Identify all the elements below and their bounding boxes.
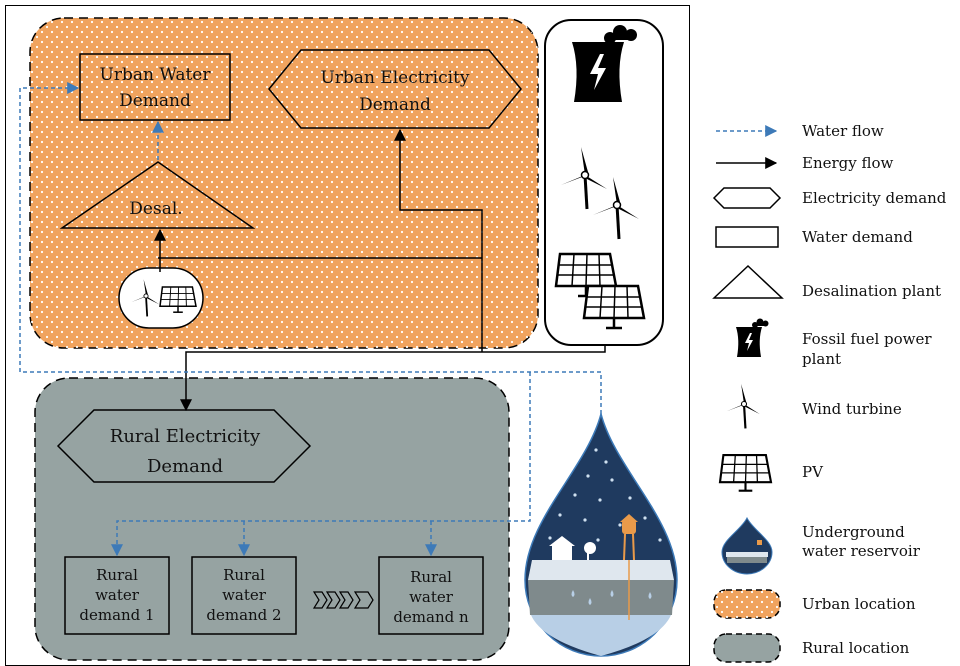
legend-triangle-icon <box>712 264 784 299</box>
desal-label: Desal. <box>129 199 182 219</box>
urban-water-demand-box <box>79 53 231 121</box>
legend-wind-turbine-icon <box>725 382 761 430</box>
legend-hexagon-icon <box>712 187 782 209</box>
legend-desalination-plant: Desalination plant <box>802 282 941 300</box>
water-flow-lines <box>19 82 602 557</box>
rural-water-demand-2-line2: water <box>222 586 267 604</box>
legend-urban-swatch-dots <box>714 590 780 618</box>
legend-rural-location: Rural location <box>802 639 910 657</box>
legend-pv: PV <box>802 463 824 481</box>
energy-flow-lines <box>154 128 606 412</box>
urban-electricity-demand-hexagon <box>268 49 522 129</box>
rural-electricity-demand-hexagon <box>56 409 312 483</box>
rural-electricity-demand-line2: Demand <box>147 456 223 477</box>
legend-fossil-fuel-line1: Fossil fuel power <box>802 330 932 348</box>
underground-reservoir-drop <box>524 411 678 657</box>
rural-water-demand-1-line2: water <box>95 586 140 604</box>
rural-water-demand-2-box <box>191 556 297 635</box>
legend-wind-turbine: Wind turbine <box>802 400 902 418</box>
rural-water-demand-n-line3: demand n <box>393 608 469 626</box>
legend-energy-flow: Energy flow <box>802 154 894 172</box>
legend-urban-location: Urban location <box>802 595 916 613</box>
legend: Water flow Energy flow Electricity deman… <box>712 122 947 663</box>
legend-underground-icon <box>721 516 773 575</box>
urban-electricity-demand-line2: Demand <box>359 95 431 115</box>
urban-region-dots <box>30 18 538 348</box>
legend-rectangle-icon <box>715 226 779 248</box>
continuation-chevrons <box>312 591 374 609</box>
rural-water-demand-1-box <box>64 556 170 635</box>
urban-water-demand-line2: Demand <box>119 91 191 111</box>
desal-triangle <box>59 161 256 229</box>
legend-pv-icon <box>718 453 773 492</box>
rural-electricity-demand-line1: Rural Electricity <box>110 426 261 447</box>
rural-water-demand-n-line2: water <box>409 588 454 606</box>
rural-water-demand-n-line1: Rural <box>410 568 452 586</box>
legend-underground-line1: Underground <box>802 523 905 541</box>
urban-water-demand-line1: Urban Water <box>100 65 212 85</box>
legend-underground-line2: water reservoir <box>802 542 921 560</box>
rural-water-demand-1-line3: demand 1 <box>79 606 154 624</box>
rural-region <box>34 377 510 661</box>
legend-water-demand: Water demand <box>802 228 913 246</box>
urban-electricity-demand-line1: Urban Electricity <box>320 68 469 88</box>
rural-water-demand-2-line3: demand 2 <box>206 606 281 624</box>
rural-water-demand-2-line1: Rural <box>223 566 265 584</box>
legend-fossil-fuel-line2: plant <box>802 350 841 368</box>
rural-water-demand-n-box <box>378 556 484 635</box>
legend-fossil-plant-icon <box>736 318 769 357</box>
legend-water-flow: Water flow <box>802 122 884 140</box>
legend-rural-swatch <box>713 633 781 663</box>
legend-electricity-demand: Electricity demand <box>802 189 947 207</box>
rural-water-demand-1-line1: Rural <box>96 566 138 584</box>
